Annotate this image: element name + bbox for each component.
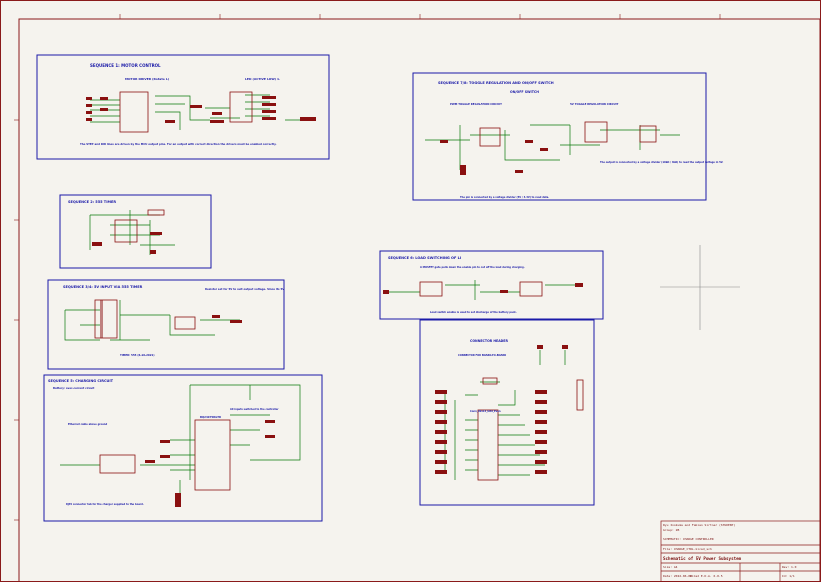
charge-ic: BQ24075RGTR: [200, 415, 221, 419]
tb-group: Group: 2B: [663, 528, 679, 532]
crosshair-cursor: [660, 245, 740, 330]
tb-authors: Ryu Inokuma and Fabian Sirtner (STUDENT): [663, 523, 735, 527]
pwm-sub: ON/OFF SWITCH: [510, 90, 539, 94]
charge-sub: Battery: over-current circuit: [53, 386, 95, 390]
tb-file: File: CHARGE_CTRL.kicad_sch: [663, 547, 712, 551]
tb-kicad: KiCad E.D.A. 6.0.5: [690, 574, 723, 578]
charge-parts: [99, 419, 275, 507]
connector-wires: [444, 350, 566, 480]
load-note: Load switch enable is used to set discha…: [430, 311, 517, 314]
pwm-right: 5V TOGGLE REGULATION CIRCUIT: [570, 102, 619, 106]
sense-part: TIMER: 555 (6-10-2021): [120, 353, 155, 357]
load-sub: A MOSFET gate pulls down the enable pin …: [420, 266, 525, 269]
pwm-box[interactable]: [412, 72, 707, 201]
pwm-left: PWM TOGGLE REGULATION CIRCUIT: [450, 102, 502, 106]
sense-parts: [94, 299, 242, 339]
timer-box[interactable]: [59, 194, 212, 269]
tb-sheet: SCHEMATIC: CHARGE CONTROLLER: [663, 537, 714, 541]
sense-note: Resistor set for 5V to suit output volta…: [205, 287, 284, 291]
timer-title: SEQUENCE 2: 555 TIMER: [68, 200, 116, 204]
timer-wires: [89, 210, 175, 255]
tb-id: Id: 1/1: [782, 574, 795, 578]
sense-wires: [64, 300, 240, 341]
conn-header: Conn_02x13_Odd_Even: [470, 410, 501, 413]
charge-note1: Ethernet cable above ground: [68, 423, 108, 426]
load-switch-box[interactable]: [379, 250, 604, 320]
border-frame: [18, 18, 821, 582]
motor-note: The STEP and DIR lines are driven by the…: [80, 142, 277, 146]
motor-parts: [86, 91, 316, 133]
conn-title: CONNECTOR HEADER: [470, 339, 508, 343]
connector-parts: [435, 345, 584, 481]
conn-sub: CONNECTOR FOR BOARD-TO-BOARD: [458, 354, 506, 357]
header-connector[interactable]: [477, 409, 499, 481]
title-block: [660, 520, 821, 582]
charge-note2: RJ45 connector tab for the charger suppl…: [66, 503, 144, 506]
load-title: SEQUENCE 6: LOAD SWITCHING OF LI: [388, 256, 461, 260]
sense-box[interactable]: [47, 279, 285, 370]
pwm-note1: The output is connected by a voltage div…: [600, 161, 723, 164]
motor-sub2: LED (ACTIVE LOW) 1.: [245, 77, 280, 81]
tb-rev: Rev: 1.0: [782, 565, 797, 569]
load-parts: [383, 281, 583, 297]
tb-title: Schematic of 5V Power Subsystem: [663, 556, 742, 561]
pwm-parts: [440, 121, 657, 175]
timer-parts: [92, 209, 165, 254]
sense-title: SEQUENCE 3/4: 5V INPUT VIA 555 TIMER: [63, 285, 143, 289]
top-ruler: [14, 14, 721, 521]
motor-title: SEQUENCE 1: MOTOR CONTROL: [90, 63, 161, 68]
motor-control-box[interactable]: [36, 54, 330, 160]
pwm-note2: The pin is connected by a voltage divide…: [460, 196, 549, 199]
charge-wires: [60, 384, 301, 505]
load-wires: [385, 280, 580, 300]
charge-title: SEQUENCE 5: CHARGING CIRCUIT: [48, 379, 114, 383]
tb-size: Size: A4: [663, 565, 678, 569]
pwm-title: SEQUENCE 7/8: TOGGLE REGULATION AND ON/O…: [438, 81, 554, 85]
connector-box[interactable]: [419, 319, 595, 506]
charge-right: All inputs switched to the controller: [230, 408, 279, 411]
charging-box[interactable]: [43, 374, 323, 522]
motor-sub1: MOTOR DRIVER (Rotate L): [125, 77, 170, 81]
tb-date: Date: 2022-06-02: [663, 574, 692, 578]
